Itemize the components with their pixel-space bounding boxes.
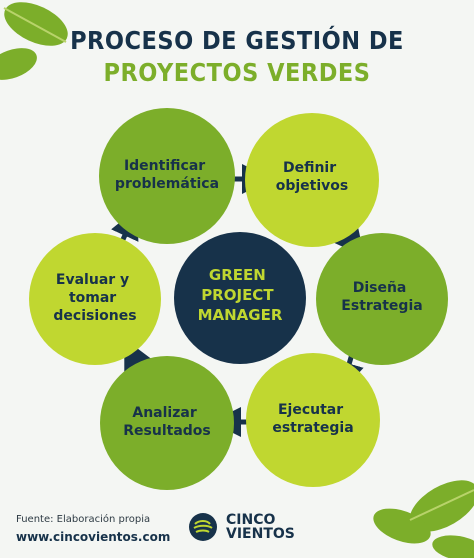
step-3-line-2: Estrategia [341,298,422,314]
step-1-line-1: Identificar [124,158,205,174]
leaf-bottom-right-icon [373,480,474,558]
step-circle-6: Evaluar y tomar decisiones [29,233,161,365]
svg-text:Identificar problemática: Identificar problemática [115,158,219,192]
wind-swirl-icon [189,513,217,541]
step-3-line-1: Diseña [353,280,407,296]
brand-name-line-1: CINCO [226,512,276,528]
svg-text:Ejecutar estrategia: Ejecutar estrategia [272,402,353,436]
step-2-line-2: objetivos [276,178,349,194]
footer-url-link[interactable]: www.cincovientos.com [16,530,171,544]
step-4-line-2: estrategia [272,420,353,436]
brand-logo: CINCO VIENTOS [188,512,295,542]
step-circle-5: Analizar Resultados [100,356,234,490]
step-2-line-1: Definir [283,160,336,176]
step-circle-2: Definir objetivos [245,113,379,247]
svg-text:Definir objetivos: Definir objetivos [276,160,349,194]
brand-name-line-2: VIENTOS [226,526,295,542]
step-1-line-2: problemática [115,176,219,192]
title-line-1: PROCESO DE GESTIÓN DE [70,26,404,55]
svg-text:Evaluar y tomar de: Evaluar y tomar decisiones [53,272,136,324]
center-line-2: PROJECT [201,286,274,304]
svg-text:Analizar Resultados: Analizar Resultados [123,405,211,439]
title-line-2: PROYECTOS VERDES [103,58,371,87]
step-6-line-3: decisiones [53,308,136,324]
svg-text:GREEN PROJECT MANA: GREEN PROJECT MANAGER [198,266,283,324]
leaf-top-left-icon [0,2,68,80]
step-6-line-2: tomar [69,290,116,306]
step-6-line-1: Evaluar y [56,272,129,288]
step-5-line-2: Resultados [123,423,211,439]
center-line-3: MANAGER [198,306,283,324]
step-circle-1: Identificar problemática [99,108,235,244]
center-line-1: GREEN [209,266,266,284]
step-circle-4: Ejecutar estrategia [246,353,380,487]
step-4-line-1: Ejecutar [278,402,343,418]
footer-source: Fuente: Elaboración propia [16,514,151,525]
step-circle-3: Diseña Estrategia [316,233,448,365]
step-5-line-1: Analizar [132,405,196,421]
svg-text:Diseña Estrategia: Diseña Estrategia [341,280,422,314]
center-circle: GREEN PROJECT MANAGER [174,232,306,364]
